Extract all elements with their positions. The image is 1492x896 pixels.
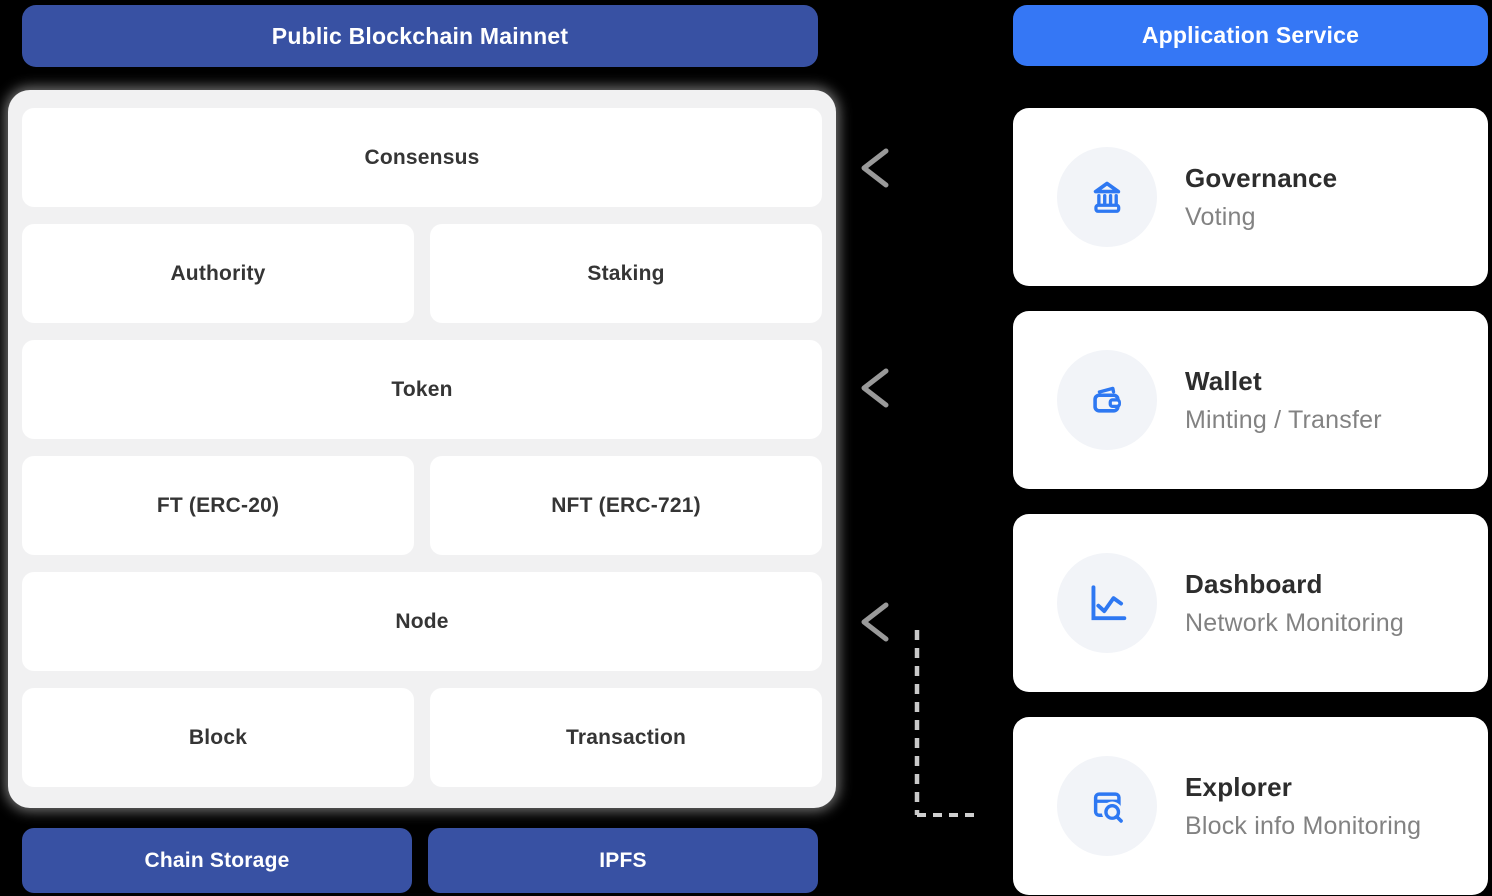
node-node: Node — [22, 572, 822, 671]
card-title: Dashboard — [1185, 568, 1323, 599]
bank-icon — [1093, 181, 1121, 213]
card-subtitle: Network Monitoring — [1185, 608, 1404, 637]
node-transaction: Transaction — [430, 688, 822, 787]
panel-row-token: Token — [22, 340, 822, 439]
dashed-arrow-dashboard — [861, 602, 977, 642]
governance-text: Governance Voting — [1185, 163, 1337, 232]
card-title: Governance — [1185, 162, 1338, 193]
node-ft-erc20: FT (ERC-20) — [22, 456, 414, 555]
panel-row-node: Node — [22, 572, 822, 671]
explorer-icon-circle — [1057, 756, 1157, 856]
node-nft-erc721: NFT (ERC-721) — [430, 456, 822, 555]
card-subtitle: Minting / Transfer — [1185, 405, 1382, 434]
node-token: Token — [22, 340, 822, 439]
mainnet-header: Public Blockchain Mainnet — [22, 5, 818, 67]
card-subtitle: Voting — [1185, 202, 1256, 231]
card-subtitle: Block info Monitoring — [1185, 811, 1422, 840]
dashed-elbow-explorer — [914, 630, 977, 817]
panel-row-authority-staking: Authority Staking — [22, 224, 822, 323]
dashboard-icon-circle — [1057, 553, 1157, 653]
dashboard-text: Dashboard Network Monitoring — [1185, 569, 1404, 638]
node-chain-storage: Chain Storage — [22, 828, 412, 893]
storage-row: Chain Storage IPFS — [22, 828, 818, 893]
panel-row-block-transaction: Block Transaction — [22, 688, 822, 787]
node-ipfs: IPFS — [428, 828, 818, 893]
dashed-arrow-wallet — [861, 368, 977, 408]
card-governance: Governance Voting — [1013, 108, 1488, 286]
browser-search-icon — [1093, 792, 1123, 823]
node-staking: Staking — [430, 224, 822, 323]
wallet-icon — [1093, 386, 1121, 413]
application-service-header: Application Service — [1013, 5, 1488, 66]
governance-icon-circle — [1057, 147, 1157, 247]
mainnet-panel: Consensus Authority Staking Token FT (ER… — [8, 90, 836, 808]
card-explorer: Explorer Block info Monitoring — [1013, 717, 1488, 895]
panel-row-consensus: Consensus — [22, 108, 822, 207]
dashed-arrow-governance — [861, 148, 977, 188]
card-wallet: Wallet Minting / Transfer — [1013, 311, 1488, 489]
card-title: Explorer — [1185, 771, 1293, 802]
explorer-text: Explorer Block info Monitoring — [1185, 772, 1421, 841]
card-title: Wallet — [1185, 365, 1262, 396]
node-authority: Authority — [22, 224, 414, 323]
wallet-icon-circle — [1057, 350, 1157, 450]
card-dashboard: Dashboard Network Monitoring — [1013, 514, 1488, 692]
wallet-text: Wallet Minting / Transfer — [1185, 366, 1382, 435]
node-consensus: Consensus — [22, 108, 822, 207]
chart-line-icon — [1091, 585, 1127, 621]
node-block: Block — [22, 688, 414, 787]
panel-row-ft-nft: FT (ERC-20) NFT (ERC-721) — [22, 456, 822, 555]
